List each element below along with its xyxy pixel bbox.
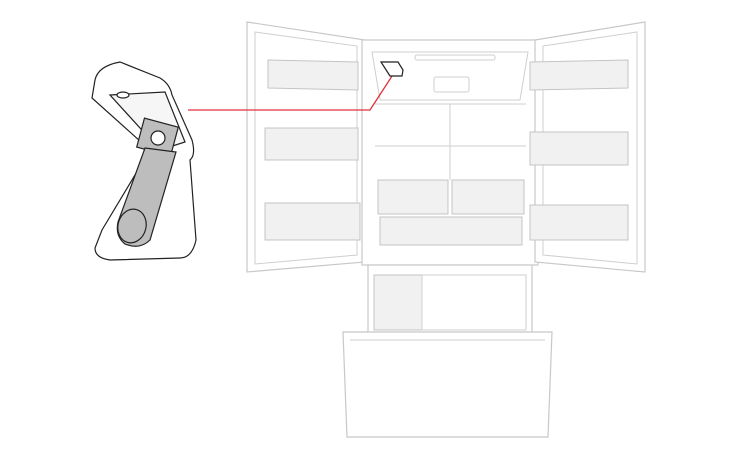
freezer-drawer bbox=[342, 264, 553, 438]
left-door bbox=[246, 21, 366, 273]
left-door-bins bbox=[264, 59, 361, 241]
filter-location-marker bbox=[379, 61, 404, 77]
fridge-cabinet bbox=[361, 39, 539, 266]
water-filter-cartridge-icon bbox=[116, 147, 177, 247]
right-door bbox=[529, 21, 646, 273]
water-filter-housing bbox=[91, 61, 197, 261]
